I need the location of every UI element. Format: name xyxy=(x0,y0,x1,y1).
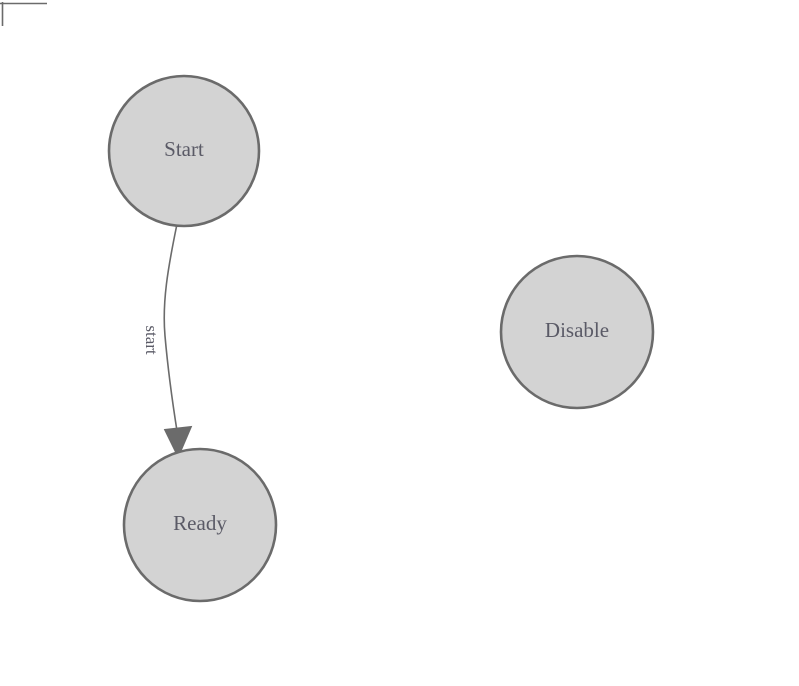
node-ready-circle[interactable] xyxy=(122,447,278,603)
edge-arrowhead-icon xyxy=(163,425,193,459)
corner-bracket-mark xyxy=(0,2,47,26)
node-start-label: Start xyxy=(164,137,204,161)
node-start[interactable]: Start xyxy=(107,74,261,228)
node-disable-label: Disable xyxy=(545,318,609,342)
node-start-circle[interactable] xyxy=(107,74,261,228)
edge-start-to-ready[interactable]: start xyxy=(142,226,193,459)
edge-line xyxy=(163,226,179,435)
node-disable-circle[interactable] xyxy=(499,254,655,410)
node-ready-label: Ready xyxy=(173,511,227,535)
edge-label-start: start xyxy=(142,325,161,355)
node-ready[interactable]: Ready xyxy=(122,447,278,603)
node-disable[interactable]: Disable xyxy=(499,254,655,410)
